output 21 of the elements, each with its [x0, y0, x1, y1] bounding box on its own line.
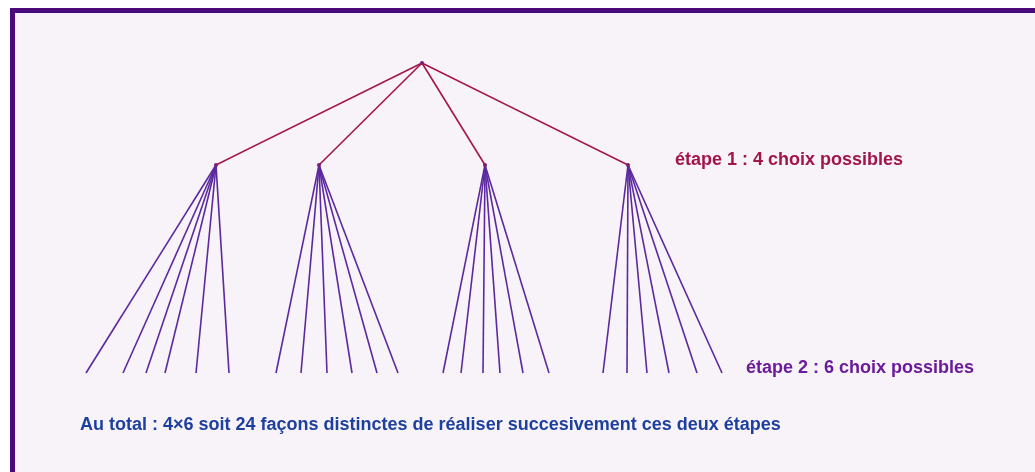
tree-branch: [421, 62, 486, 166]
tree-branch: [215, 164, 230, 374]
tree-branch: [627, 164, 648, 374]
tree-branch: [318, 62, 423, 166]
branch-point: [483, 163, 487, 167]
tree-branch: [627, 164, 723, 374]
tree-branch: [215, 62, 423, 166]
stage-label: étape 2 : 6 choix possibles: [746, 357, 975, 378]
tree-branch: [484, 164, 550, 374]
tree-branch: [318, 164, 328, 374]
branch-point: [420, 61, 424, 65]
total-note: Au total : 4×6 soit 24 façons distinctes de réaliser succesivement ces deux étapes: [80, 414, 781, 435]
tree-branch: [145, 164, 217, 374]
stage-label: étape 1 : 4 choix possibles: [675, 149, 904, 170]
tree-branch: [85, 164, 217, 374]
tree-branch: [318, 164, 399, 374]
tree-branch: [421, 62, 629, 166]
branch-point: [317, 163, 321, 167]
branch-point: [214, 163, 218, 167]
tree-branch: [484, 164, 501, 374]
branch-point: [626, 163, 630, 167]
